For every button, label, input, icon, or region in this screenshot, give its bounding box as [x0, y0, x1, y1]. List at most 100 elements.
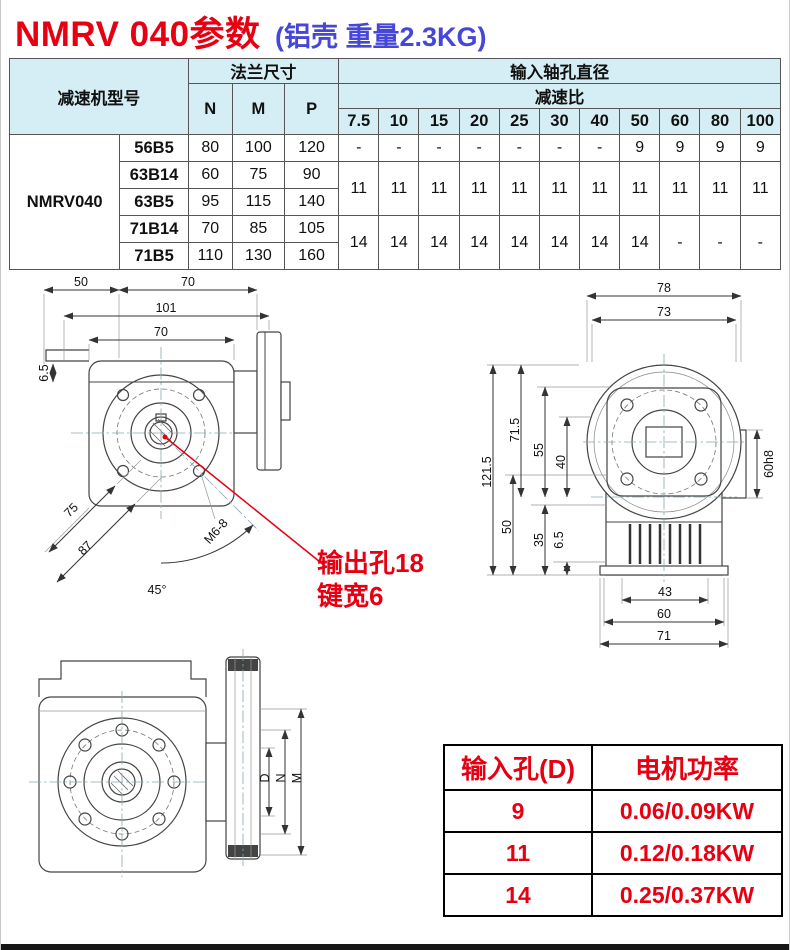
spec-cell: - [338, 134, 380, 162]
gearbox-flange-face [29, 660, 215, 877]
dim-label: 70 [154, 325, 168, 339]
dim-label: 71 [657, 629, 671, 643]
motor-header-bore: 输入孔(D) [443, 744, 593, 791]
dim-label: 35 [532, 533, 546, 547]
side-view-drawing: 78 73 121.5 71.5 55 40 50 35 6.5 60h8 43… [480, 282, 776, 648]
dim-label: 121.5 [480, 456, 494, 487]
bore-hatch [110, 770, 134, 795]
spec-cell: 11 [739, 161, 782, 216]
dim-label: 55 [532, 443, 546, 457]
gearbox-front-body [45, 347, 260, 532]
spec-cell: 11 [498, 161, 540, 216]
header-flange: 法兰尺寸 [187, 58, 340, 84]
spec-cell: 11 [338, 161, 380, 216]
ratio-col: 7.5 [338, 108, 380, 135]
dim-label: 50 [74, 276, 88, 289]
dim-label: 60 [657, 607, 671, 621]
spec-cell: 85 [231, 215, 286, 243]
dim-label: 75 [61, 500, 81, 520]
spec-cell: 14 [579, 215, 621, 270]
dim-label: 87 [75, 538, 95, 558]
spec-cell: 14 [378, 215, 420, 270]
dim-label: 50 [500, 520, 514, 534]
spec-cell: - [579, 134, 621, 162]
spec-cell: 9 [699, 134, 741, 162]
front-view-dimensions: 50 70 101 70 6.5 75 87 45° M6-8 [37, 276, 270, 597]
dim-label: D [258, 773, 272, 782]
dim-label: 101 [156, 301, 177, 315]
spec-cell: 71B5 [119, 242, 189, 270]
cooling-fins [628, 524, 702, 564]
motor-power-table: 输入孔(D) 电机功率 9 0.06/0.09KW 11 0.12/0.18KW… [443, 744, 783, 917]
model-name-cell: NMRV040 [8, 134, 121, 270]
flange-dim-drawing: D N M [29, 649, 307, 877]
page-title-sub: (铝壳 重量2.3KG) [275, 22, 487, 52]
spec-cell: 95 [187, 188, 233, 216]
motor-cell: 14 [443, 873, 593, 917]
input-flange-profile [233, 331, 291, 471]
spec-cell: 100 [231, 134, 286, 162]
annotation-line2: 键宽6 [317, 580, 384, 611]
bottom-border-bar [1, 944, 789, 950]
ratio-col: 30 [538, 108, 581, 135]
output-bore-leader [162, 434, 326, 567]
ratio-col: 20 [458, 108, 500, 135]
spec-cell: 14 [418, 215, 460, 270]
dim-label: N [274, 773, 288, 782]
spec-cell: - [418, 134, 460, 162]
motor-cell: 0.06/0.09KW [591, 789, 783, 833]
motor-cell: 0.25/0.37KW [591, 873, 783, 917]
spec-cell: 14 [338, 215, 380, 270]
motor-cell: 11 [443, 831, 593, 875]
spec-cell: 130 [231, 242, 286, 270]
ratio-col: 10 [378, 108, 420, 135]
dim-label: M6-8 [201, 516, 230, 547]
ratio-col: 100 [739, 108, 782, 135]
ratio-col: 80 [699, 108, 741, 135]
spec-cell: 11 [458, 161, 500, 216]
spec-cell: - [458, 134, 500, 162]
spec-cell: 70 [187, 215, 233, 243]
ratio-col: 15 [418, 108, 460, 135]
page-title: NMRV 040参数 (铝壳 重量2.3KG) [15, 6, 487, 57]
gearbox-side-body [583, 354, 747, 582]
spec-cell: - [538, 134, 581, 162]
spec-cell: 11 [418, 161, 460, 216]
motor-cell: 0.12/0.18KW [591, 831, 783, 875]
spec-cell: 14 [498, 215, 540, 270]
front-view-drawing: 50 70 101 70 6.5 75 87 45° M6-8 [37, 276, 326, 597]
spec-cell: 140 [283, 188, 340, 216]
spec-cell: 11 [378, 161, 420, 216]
annotation-line1: 输出孔18 [317, 548, 424, 578]
spec-cell: 56B5 [119, 134, 189, 162]
spec-cell: 14 [458, 215, 500, 270]
mounting-flange-profile [205, 649, 261, 867]
header-input-bore: 输入轴孔直径 [338, 58, 781, 84]
spec-cell: 11 [619, 161, 661, 216]
header-ratio: 减速比 [338, 83, 781, 109]
spec-cell: 160 [283, 242, 340, 270]
spec-table: 减速机型号 法兰尺寸 输入轴孔直径 N M P 减速比 7.5 10 15 20… [8, 58, 782, 270]
dim-label: 43 [658, 585, 672, 599]
spec-cell: - [498, 134, 540, 162]
spec-cell: 9 [739, 134, 782, 162]
spec-cell: 105 [283, 215, 340, 243]
spec-cell: - [699, 215, 741, 270]
spec-cell: 14 [619, 215, 661, 270]
dim-label: 78 [657, 282, 671, 295]
dim-label: M [290, 773, 304, 783]
side-view-dimensions: 78 73 121.5 71.5 55 40 50 35 6.5 60h8 43… [480, 282, 776, 648]
spec-cell: 90 [283, 161, 340, 189]
header-col-N: N [187, 83, 233, 135]
spec-cell: 14 [538, 215, 581, 270]
ratio-col: 25 [498, 108, 540, 135]
spec-cell: 11 [538, 161, 581, 216]
spec-cell: 60 [187, 161, 233, 189]
spec-cell: 80 [187, 134, 233, 162]
spec-cell: 115 [231, 188, 286, 216]
dim-label: 45° [148, 583, 167, 597]
dim-label: 71.5 [508, 418, 522, 442]
spec-cell: 71B14 [119, 215, 189, 243]
spec-cell: - [659, 215, 701, 270]
spec-cell: 75 [231, 161, 286, 189]
